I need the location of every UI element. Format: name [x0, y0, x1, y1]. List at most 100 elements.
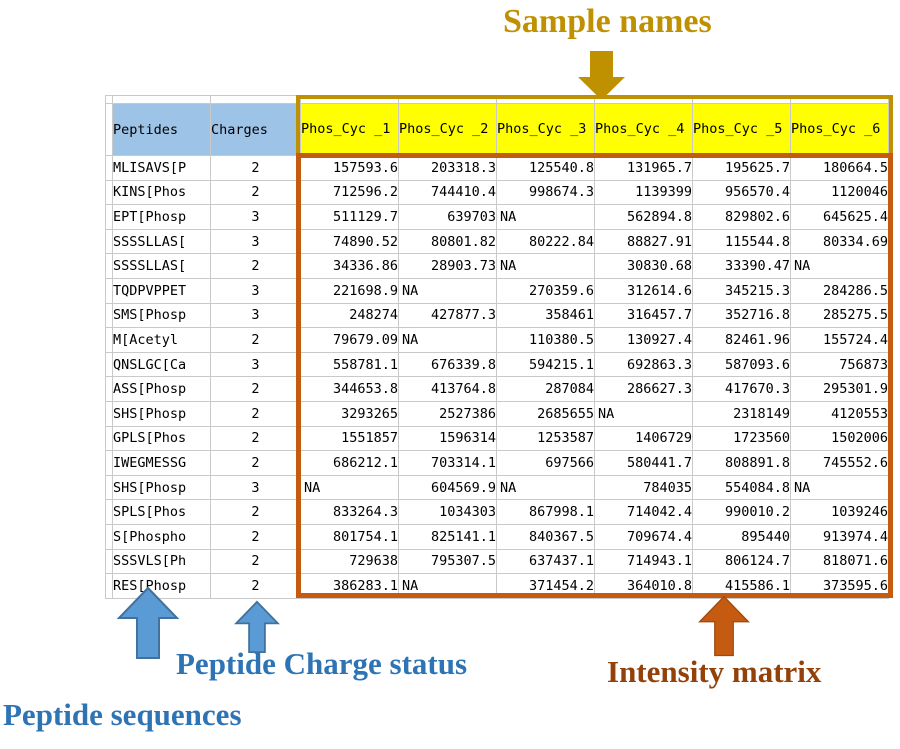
intensity-cell[interactable]: 80222.84 [496, 228, 595, 255]
peptide-cell[interactable]: SSSSLLAS[ [112, 253, 211, 279]
intensity-cell[interactable]: 82461.96 [692, 327, 791, 353]
intensity-cell[interactable]: 1502006 [790, 425, 889, 452]
intensity-cell[interactable]: NA [496, 474, 595, 501]
intensity-cell[interactable]: 286627.3 [594, 376, 693, 402]
intensity-cell[interactable]: 554084.8 [692, 474, 791, 501]
peptide-cell[interactable]: SMS[Phosp [112, 302, 211, 329]
intensity-cell[interactable]: 34336.86 [300, 253, 399, 279]
intensity-cell[interactable]: 287084 [496, 376, 595, 402]
intensity-cell[interactable]: 956570.4 [692, 179, 791, 206]
intensity-cell[interactable]: 1406729 [594, 425, 693, 452]
peptide-cell[interactable]: SSSSLLAS[ [112, 228, 211, 255]
sample-column-header[interactable]: Phos_Cyc _1 [300, 103, 399, 156]
peptide-cell[interactable]: GPLS[Phos [112, 425, 211, 452]
intensity-cell[interactable]: 1551857 [300, 425, 399, 452]
intensity-cell[interactable]: 1034303 [398, 499, 497, 525]
intensity-cell[interactable]: 2527386 [398, 400, 497, 427]
intensity-cell[interactable]: 697566 [496, 450, 595, 476]
intensity-cell[interactable]: NA [398, 277, 497, 304]
intensity-cell[interactable]: 801754.1 [300, 523, 399, 550]
peptide-cell[interactable]: EPT[Phosp [112, 204, 211, 230]
intensity-cell[interactable]: 825141.1 [398, 523, 497, 550]
intensity-cell[interactable]: 784035 [594, 474, 693, 501]
sample-column-header[interactable]: Phos_Cyc _2 [398, 103, 497, 156]
peptide-cell[interactable]: QNSLGC[Ca [112, 351, 211, 378]
intensity-cell[interactable]: 1596314 [398, 425, 497, 452]
intensity-cell[interactable]: 115544.8 [692, 228, 791, 255]
intensity-cell[interactable]: 712596.2 [300, 179, 399, 206]
intensity-cell[interactable]: NA [594, 400, 693, 427]
intensity-cell[interactable]: 645625.4 [790, 204, 889, 230]
intensity-cell[interactable]: 130927.4 [594, 327, 693, 353]
intensity-cell[interactable]: 195625.7 [692, 155, 791, 181]
intensity-cell[interactable]: 80334.69 [790, 228, 889, 255]
intensity-cell[interactable]: 1120046 [790, 179, 889, 206]
peptide-cell[interactable]: SHS[Phosp [112, 400, 211, 427]
intensity-cell[interactable]: 180664.5 [790, 155, 889, 181]
intensity-cell[interactable]: 1253587 [496, 425, 595, 452]
intensity-cell[interactable]: 795307.5 [398, 548, 497, 575]
intensity-cell[interactable]: 1039246 [790, 499, 889, 525]
peptide-cell[interactable]: RES[Phosp [112, 573, 211, 599]
intensity-cell[interactable]: 3293265 [300, 400, 399, 427]
intensity-cell[interactable]: 285275.5 [790, 302, 889, 329]
intensity-cell[interactable]: 637437.1 [496, 548, 595, 575]
intensity-cell[interactable]: 371454.2 [496, 573, 595, 599]
intensity-cell[interactable]: 4120553 [790, 400, 889, 427]
intensity-cell[interactable]: 364010.8 [594, 573, 693, 599]
intensity-cell[interactable]: 203318.3 [398, 155, 497, 181]
peptides-column-header[interactable]: Peptides [112, 103, 211, 156]
intensity-cell[interactable]: 990010.2 [692, 499, 791, 525]
intensity-cell[interactable]: 580441.7 [594, 450, 693, 476]
intensity-cell[interactable]: 806124.7 [692, 548, 791, 575]
charge-cell[interactable]: 3 [210, 474, 301, 501]
intensity-cell[interactable]: 345215.3 [692, 277, 791, 304]
intensity-cell[interactable]: 427877.3 [398, 302, 497, 329]
intensity-cell[interactable]: 818071.6 [790, 548, 889, 575]
intensity-cell[interactable]: 312614.6 [594, 277, 693, 304]
intensity-cell[interactable]: 284286.5 [790, 277, 889, 304]
intensity-cell[interactable]: 604569.9 [398, 474, 497, 501]
intensity-cell[interactable]: 344653.8 [300, 376, 399, 402]
intensity-cell[interactable]: 676339.8 [398, 351, 497, 378]
charge-cell[interactable]: 2 [210, 425, 301, 452]
intensity-cell[interactable]: NA [496, 204, 595, 230]
peptide-cell[interactable]: M[Acetyl [112, 327, 211, 353]
peptide-cell[interactable]: IWEGMESSG [112, 450, 211, 476]
intensity-cell[interactable]: 895440 [692, 523, 791, 550]
intensity-cell[interactable]: 833264.3 [300, 499, 399, 525]
peptide-cell[interactable]: MLISAVS[P [112, 155, 211, 181]
intensity-cell[interactable]: 2685655 [496, 400, 595, 427]
intensity-cell[interactable]: NA [790, 474, 889, 501]
intensity-cell[interactable]: 270359.6 [496, 277, 595, 304]
intensity-cell[interactable]: 639703 [398, 204, 497, 230]
sample-column-header[interactable]: Phos_Cyc _4 [594, 103, 693, 156]
intensity-cell[interactable]: 316457.7 [594, 302, 693, 329]
charge-cell[interactable]: 2 [210, 253, 301, 279]
intensity-cell[interactable]: 386283.1 [300, 573, 399, 599]
intensity-cell[interactable]: 88827.91 [594, 228, 693, 255]
intensity-cell[interactable]: 358461 [496, 302, 595, 329]
peptide-cell[interactable]: ASS[Phosp [112, 376, 211, 402]
intensity-cell[interactable]: 714943.1 [594, 548, 693, 575]
peptide-cell[interactable]: S[Phospho [112, 523, 211, 550]
intensity-cell[interactable]: NA [790, 253, 889, 279]
sample-column-header[interactable]: Phos_Cyc _5 [692, 103, 791, 156]
charge-cell[interactable]: 2 [210, 523, 301, 550]
intensity-cell[interactable]: 28903.73 [398, 253, 497, 279]
intensity-cell[interactable]: 1723560 [692, 425, 791, 452]
charges-column-header[interactable]: Charges [210, 103, 301, 156]
sample-column-header[interactable]: Phos_Cyc _6 [790, 103, 889, 156]
intensity-cell[interactable]: 2318149 [692, 400, 791, 427]
sample-column-header[interactable]: Phos_Cyc _3 [496, 103, 595, 156]
intensity-cell[interactable]: 714042.4 [594, 499, 693, 525]
intensity-cell[interactable]: 352716.8 [692, 302, 791, 329]
intensity-cell[interactable]: 562894.8 [594, 204, 693, 230]
intensity-cell[interactable]: 221698.9 [300, 277, 399, 304]
charge-cell[interactable]: 2 [210, 155, 301, 181]
peptide-cell[interactable]: TQDPVPPET [112, 277, 211, 304]
intensity-cell[interactable]: 417670.3 [692, 376, 791, 402]
intensity-cell[interactable]: 709674.4 [594, 523, 693, 550]
intensity-cell[interactable]: 131965.7 [594, 155, 693, 181]
intensity-cell[interactable]: 808891.8 [692, 450, 791, 476]
